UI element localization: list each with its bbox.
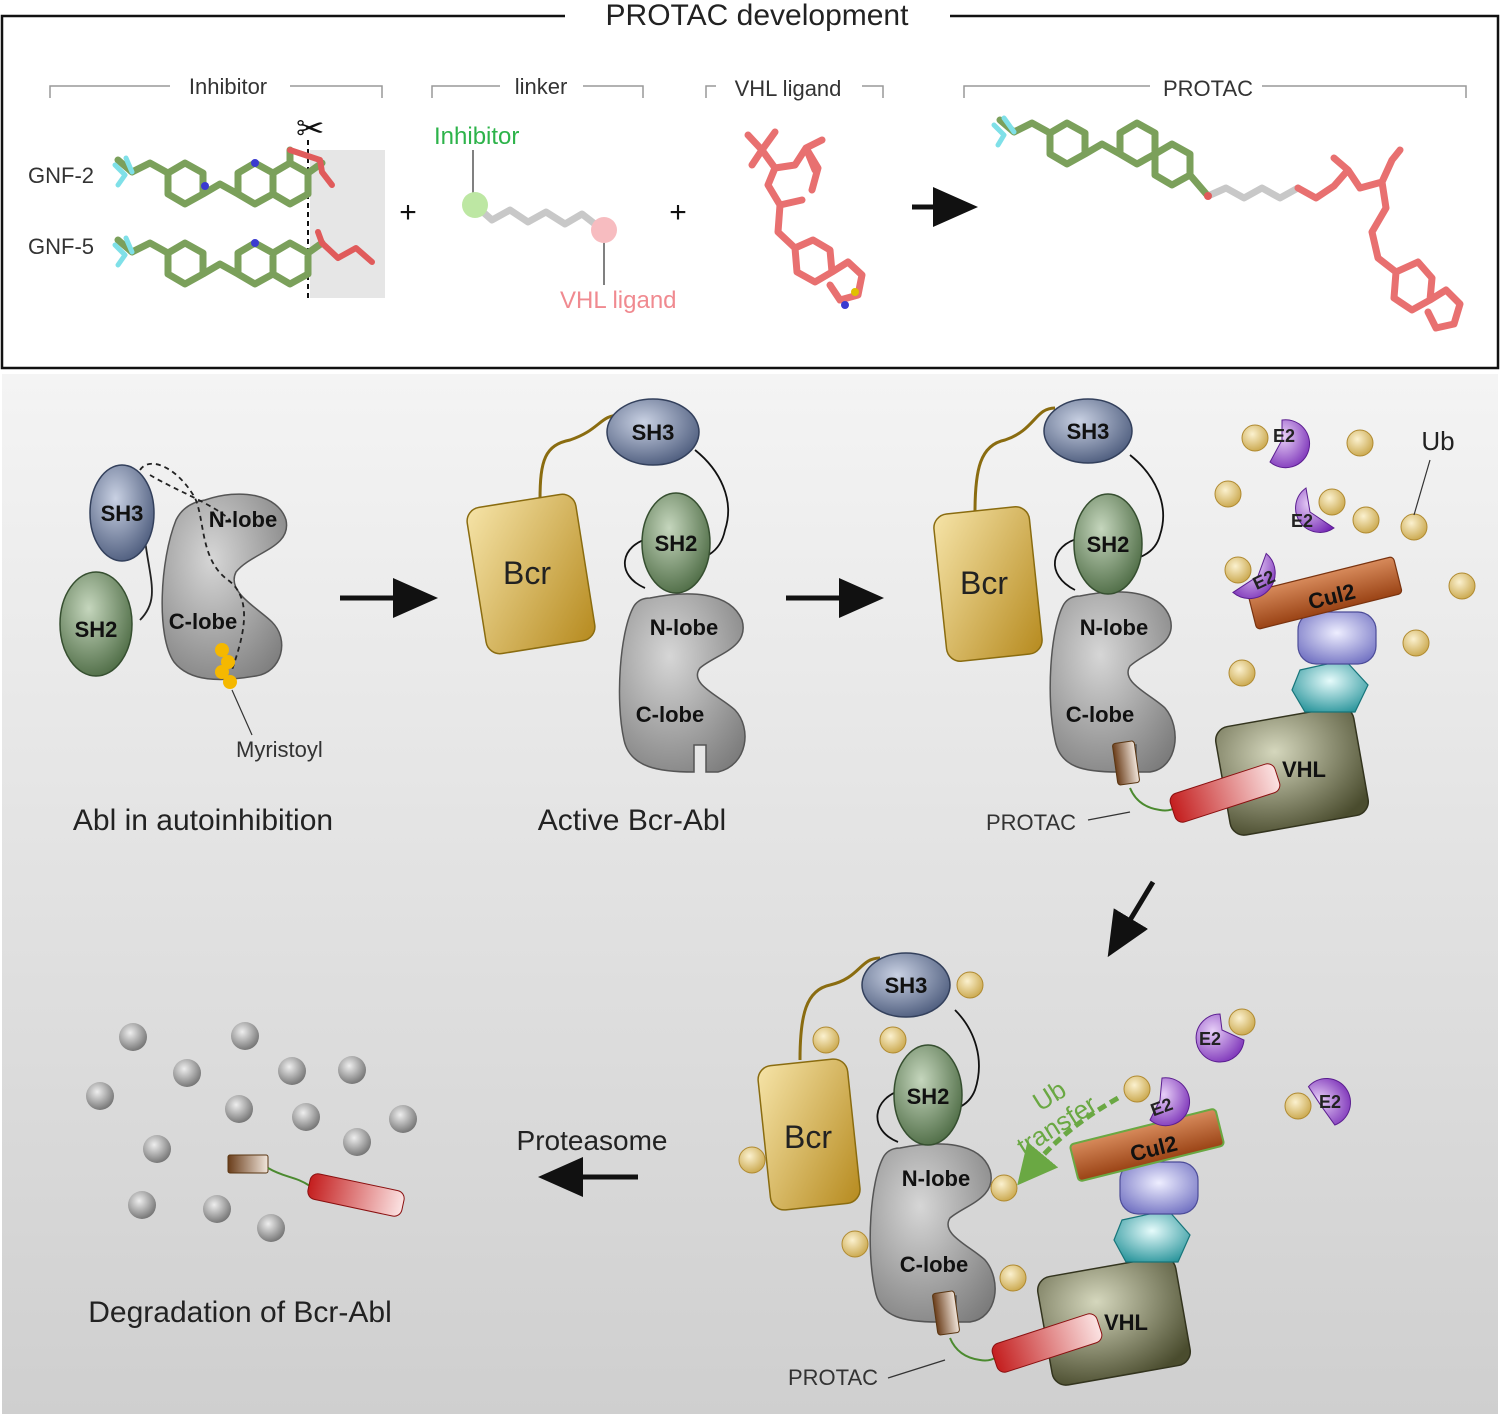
stage-ternary-complex: Bcr SH3 SH2 N-lobe C-lobe VHL PROTAC Cul…: [933, 398, 1476, 836]
sh2-label-4: SH2: [907, 1084, 950, 1109]
svg-text:E2: E2: [1199, 1029, 1221, 1049]
sh3-label-3: SH3: [1067, 419, 1110, 444]
sh2-label-1: SH2: [75, 617, 118, 642]
clobe-label-4: C-lobe: [900, 1252, 968, 1277]
ub-transfer-arrow: [1017, 1095, 1120, 1186]
cul2-3: [1247, 556, 1403, 630]
kinase-domain-4: [869, 1143, 996, 1323]
clobe-label-2: C-lobe: [636, 702, 704, 727]
top-panel: PROTAC development Inhibitor linker VHL …: [0, 0, 1500, 370]
scissors-icon: ✂: [296, 110, 325, 148]
svg-text:E2: E2: [1273, 426, 1295, 446]
panel-title: PROTAC development: [606, 0, 910, 32]
protac-vhl-ligand-5: [307, 1173, 405, 1217]
nlobe-label-1: N-lobe: [209, 507, 277, 532]
plus-sign-1: +: [399, 196, 417, 229]
bcr-label-3: Bcr: [960, 565, 1008, 601]
nlobe-label-4: N-lobe: [902, 1166, 970, 1191]
bcr-domain-4: [757, 1058, 861, 1211]
protac-label: PROTAC: [1163, 76, 1253, 101]
inhibitor-bracket: [49, 85, 1467, 98]
myristoyl-group: [215, 643, 237, 689]
e2-4b: E2: [1195, 1013, 1245, 1063]
stage-ub-transfer: Bcr SH3 SH2 N-lobe C-lobe VHL PROTAC Cul…: [738, 952, 1351, 1390]
clobe-label-1: C-lobe: [169, 609, 237, 634]
vhl-ligand-label: VHL ligand: [735, 76, 842, 101]
arrow-3: [1107, 880, 1156, 958]
ub-label-3: Ub: [1421, 426, 1454, 456]
protac-label-4: PROTAC: [788, 1365, 878, 1390]
sh3-label-2: SH3: [632, 420, 675, 445]
kinase-domain-3: [1049, 591, 1176, 773]
plus-sign-2: +: [669, 196, 687, 229]
protac-inhibitor-3: [1112, 740, 1140, 786]
e2-3b: E2: [1291, 487, 1335, 533]
sh3-domain-3: [1043, 398, 1133, 464]
bcr-label-2: Bcr: [503, 555, 551, 591]
caption-degradation: Degradation of Bcr-Abl: [88, 1296, 392, 1329]
protac-inhibitor-4: [932, 1290, 960, 1336]
protac-molecule: [991, 115, 1464, 332]
linker-vhl-tag: VHL ligand: [560, 287, 677, 314]
clobe-label-3: C-lobe: [1066, 702, 1134, 727]
gnf2-molecule: [112, 146, 335, 208]
svg-text:E2: E2: [1291, 511, 1313, 531]
sh3-domain-4: [861, 952, 951, 1018]
kinase-domain-2: [618, 593, 746, 773]
nlobe-label-2: N-lobe: [650, 615, 718, 640]
bcr-domain-2: [466, 493, 596, 655]
sh2-domain-1: [59, 571, 133, 677]
linker-label: linker: [515, 74, 568, 99]
bcr-domain-3: [933, 506, 1043, 662]
linker-molecule: Inhibitor VHL ligand: [434, 123, 677, 314]
cul2-4: [1069, 1108, 1225, 1182]
inhibitor-label: Inhibitor: [189, 74, 267, 99]
myristoyl-label: Myristoyl: [236, 737, 323, 762]
sh3-domain-1: [89, 464, 155, 562]
protac-linker-5: [267, 1167, 311, 1187]
stage-active-bcr-abl: Bcr SH3 SH2 N-lobe C-lobe Active Bcr-Abl: [466, 398, 746, 837]
proteasome-label: Proteasome: [517, 1125, 668, 1156]
sh2-domain-2: [641, 492, 711, 594]
e2-3a: E2: [1269, 419, 1311, 469]
sh2-domain-3: [1073, 493, 1143, 595]
vhl-label-3: VHL: [1282, 757, 1326, 782]
vhl-label-4: VHL: [1104, 1310, 1148, 1335]
compound-gnf5: GNF-5: [28, 234, 94, 259]
sh2-label-2: SH2: [655, 531, 698, 556]
kinase-domain-1: [161, 493, 288, 681]
stage-autoinhibition: SH3 SH2 N-lobe C-lobe Myristoyl Abl in a…: [59, 462, 333, 837]
sh2-domain-4: [893, 1044, 963, 1146]
sh3-label-1: SH3: [101, 501, 144, 526]
sh3-label-4: SH3: [885, 973, 928, 998]
caption-active: Active Bcr-Abl: [538, 804, 726, 837]
compound-gnf2: GNF-2: [28, 163, 94, 188]
nlobe-label-3: N-lobe: [1080, 615, 1148, 640]
protac-vhl-ligand-4: [991, 1313, 1103, 1373]
svg-text:E2: E2: [1319, 1092, 1341, 1112]
vhl-ligand-molecule: [744, 128, 866, 309]
sh2-label-3: SH2: [1087, 532, 1130, 557]
gnf5-molecule: [112, 229, 375, 288]
rbx-3: [1297, 611, 1377, 665]
rbx-4: [1119, 1161, 1199, 1215]
protac-label-3: PROTAC: [986, 810, 1076, 835]
bcr-label-4: Bcr: [784, 1119, 832, 1155]
stage-degradation: Degradation of Bcr-Abl: [86, 1022, 417, 1329]
protac-inhibitor-5: [227, 1154, 269, 1174]
sh3-domain-2: [606, 398, 700, 466]
e2-4c: E2: [1307, 1077, 1351, 1126]
e2-4a: E2: [1148, 1077, 1191, 1127]
caption-autoinhibition: Abl in autoinhibition: [73, 804, 333, 837]
myristoyl-path: [139, 462, 245, 671]
linker-inhibitor-tag: Inhibitor: [434, 123, 519, 150]
protac-vhl-ligand-3: [1169, 763, 1281, 823]
